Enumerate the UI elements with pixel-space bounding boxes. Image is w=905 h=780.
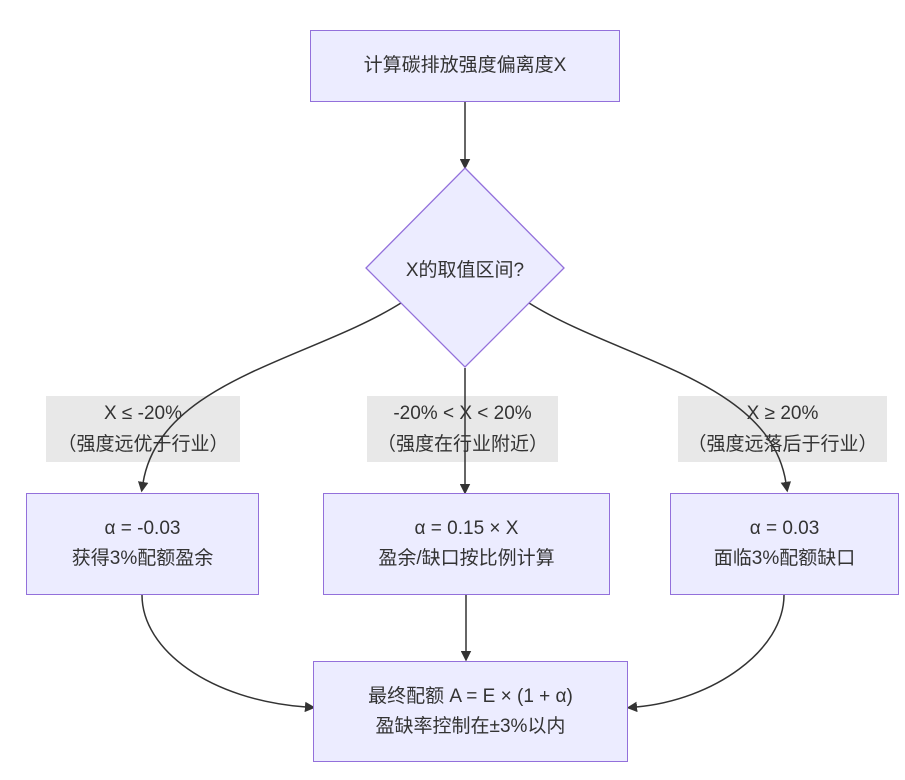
node-alpha-negative-line1: α = -0.03 xyxy=(104,518,181,539)
node-alpha-positive: α = 0.03 面临3%配额缺口 xyxy=(670,493,899,595)
edge-branch-left-to-final xyxy=(141,594,316,713)
edge-label-left-line1: X ≤ -20% xyxy=(103,403,182,424)
node-calc-deviation: 计算碳排放强度偏离度X xyxy=(310,30,620,102)
edge-label-right: X ≥ 20% （强度远落后于行业） xyxy=(678,396,887,462)
decision-diamond-shape xyxy=(365,167,565,368)
node-calc-deviation-label: 计算碳排放强度偏离度X xyxy=(363,55,567,76)
edge-label-mid: -20% < X < 20% （强度在行业附近） xyxy=(367,396,558,462)
node-alpha-proportional-line1: α = 0.15 × X xyxy=(414,518,519,539)
edge-label-right-line1: X ≥ 20% xyxy=(746,403,819,424)
node-alpha-positive-line1: α = 0.03 xyxy=(749,518,820,539)
edge-label-bg-mid xyxy=(367,396,558,462)
node-final-allowance-line1: 最终配额 A = E × (1 + α) xyxy=(368,685,573,707)
edge-label-bg-left xyxy=(46,396,240,462)
edge-decision-to-branch-right xyxy=(528,302,792,493)
edge-branch-right-to-final xyxy=(626,594,785,713)
node-final-allowance: 最终配额 A = E × (1 + α) 盈缺率控制在±3%以内 xyxy=(313,661,628,762)
edge-label-mid-line1: -20% < X < 20% xyxy=(393,403,532,424)
edge-decision-to-branch-left xyxy=(137,302,402,493)
decision-x-range: X的取值区间? xyxy=(365,252,565,284)
node-alpha-proportional-line2: 盈余/缺口按比例计算 xyxy=(378,548,555,569)
node-alpha-positive-line2: 面临3%配额缺口 xyxy=(713,548,856,569)
node-alpha-proportional: α = 0.15 × X 盈余/缺口按比例计算 xyxy=(323,493,610,595)
node-alpha-negative-line2: 获得3%配额盈余 xyxy=(71,548,214,569)
node-alpha-negative: α = -0.03 获得3%配额盈余 xyxy=(26,493,259,595)
edge-label-bg-right xyxy=(678,396,887,462)
edge-label-left: X ≤ -20% （强度远优于行业） xyxy=(46,396,240,462)
edge-label-mid-line2: （强度在行业附近） xyxy=(376,434,548,455)
edge-label-right-line2: （强度远落后于行业） xyxy=(687,434,878,455)
decision-x-range-label: X的取值区间? xyxy=(405,259,525,281)
node-final-allowance-line2: 盈缺率控制在±3%以内 xyxy=(375,715,566,737)
edge-label-left-line2: （强度远优于行业） xyxy=(57,434,229,455)
